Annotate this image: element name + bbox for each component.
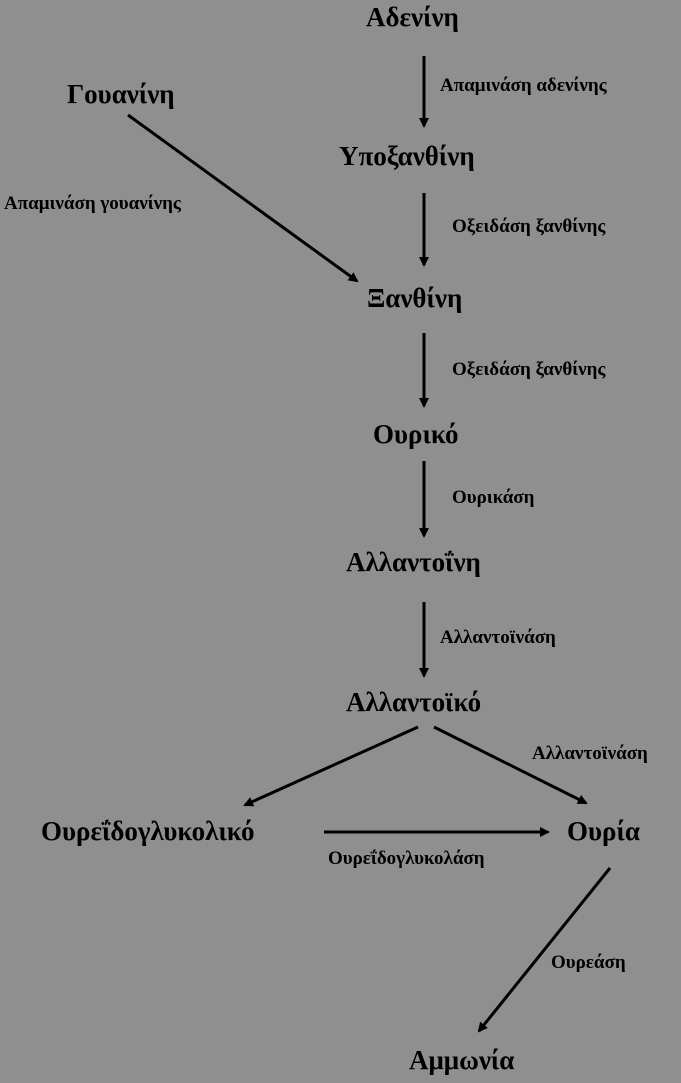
arrow-urea-to-ammonia [477,867,612,1033]
node-ammonia: Αμμωνία [409,1045,515,1075]
node-adenine: Αδενίνη [366,2,459,32]
node-guanine: Γουανίνη [67,79,175,109]
enzyme-allantoinase-2: Αλλαντοϊνάση [532,743,648,764]
enzyme-xanthine-oxidase-2: Οξειδάση ξανθίνης [452,359,606,380]
enzyme-xanthine-oxidase-1: Οξειδάση ξανθίνης [452,216,606,237]
enzyme-guanine-deaminase: Απαμινάση γουανίνης [4,193,181,214]
enzyme-ureidoglycolase: Ουρεΐδογλυκολάση [328,848,485,869]
node-ureidoglycolic: Ουρεΐδογλυκολικό [41,816,255,846]
arrow-allantoic-to-ureidoglycolic [243,725,419,807]
node-allantoic: Αλλαντοϊκό [346,687,482,717]
enzyme-adenine-deaminase: Απαμινάση αδενίνης [440,75,607,96]
enzyme-urease: Ουρεάση [551,952,626,973]
node-xanthine: Ξανθίνη [367,283,463,313]
node-urea: Ουρία [567,816,640,846]
node-hypoxanthine: Υποξανθίνη [339,141,475,171]
arrow-guanine-to-xanthine [127,113,359,283]
enzyme-allantoinase-1: Αλλαντοϊνάση [440,627,556,648]
enzyme-uricase: Ουρικάση [452,487,535,508]
node-allantoin: Αλλαντοΐνη [346,547,481,577]
arrow-allantoic-to-urea [433,725,588,805]
node-uric: Ουρικό [373,419,459,449]
